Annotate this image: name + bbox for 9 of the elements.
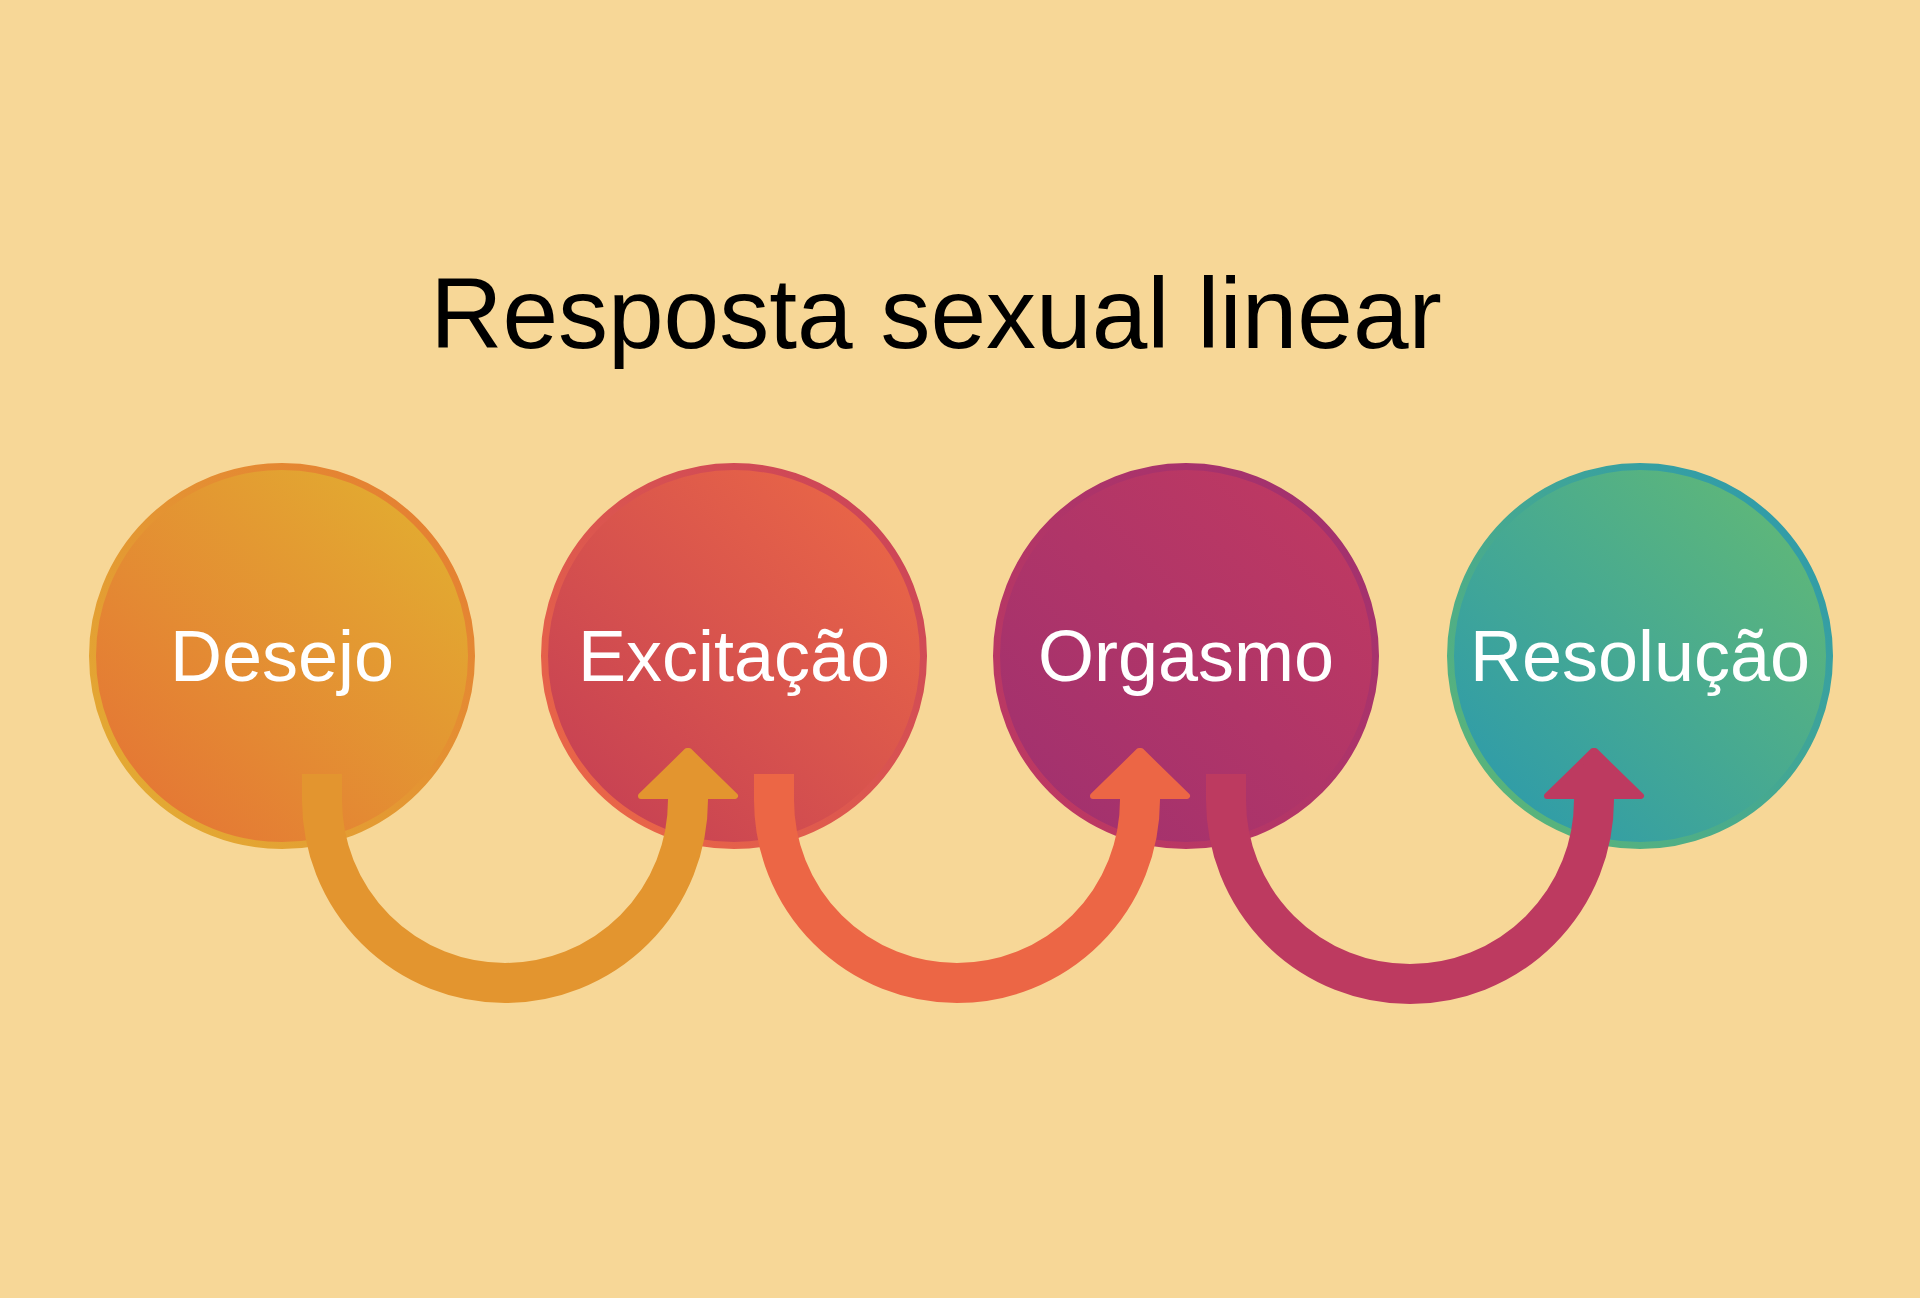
- title: Resposta sexual linear: [430, 256, 1442, 371]
- stage-circle: [993, 463, 1379, 849]
- stage-circle: [89, 463, 475, 849]
- stage-label: Orgasmo: [1037, 614, 1335, 698]
- stage-circle: [541, 463, 927, 849]
- stage-label: Resolução: [1469, 614, 1811, 698]
- stage-label: Excitação: [577, 614, 891, 698]
- stage-label: Desejo: [169, 614, 395, 698]
- stage-circle: [1447, 463, 1833, 849]
